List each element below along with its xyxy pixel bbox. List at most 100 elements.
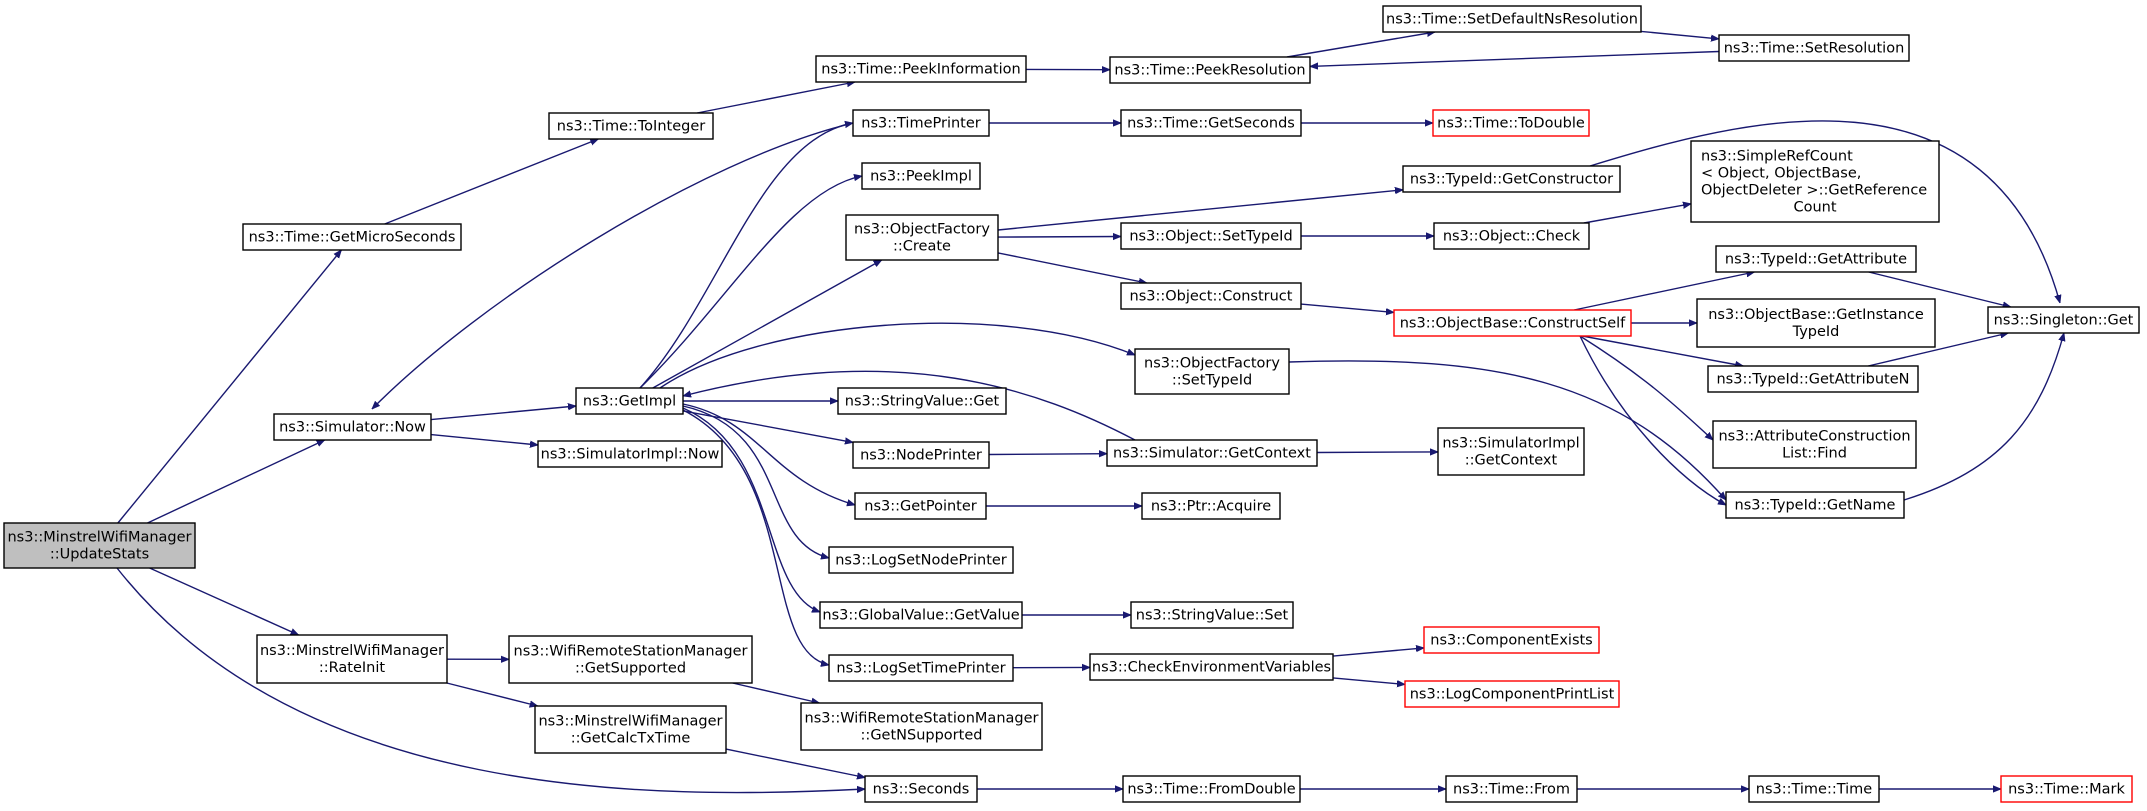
node-svSet[interactable]: ns3::StringValue::Set	[1130, 601, 1294, 629]
node-label: ns3::AttributeConstruction	[1718, 429, 1910, 445]
node-box	[845, 214, 999, 261]
node-simpleRef[interactable]: ns3::SimpleRefCount< Object, ObjectBase,…	[1690, 140, 1940, 223]
node-fromDouble[interactable]: ns3::Time::FromDouble	[1122, 775, 1301, 803]
edge-getImpl-to-gvGetValue	[682, 407, 820, 613]
edge-getImpl-to-peekImpl	[639, 176, 862, 389]
node-svGet[interactable]: ns3::StringValue::Get	[837, 387, 1007, 415]
node-simImplNow[interactable]: ns3::SimulatorImpl::Now	[537, 440, 723, 468]
edge-getAttr-to-singleton	[1868, 271, 2011, 307]
node-label: ns3::Time::PeekInformation	[821, 62, 1020, 78]
node-checkEnv[interactable]: ns3::CheckEnvironmentVariables	[1089, 653, 1334, 681]
node-gvGetValue[interactable]: ns3::GlobalValue::GetValue	[819, 601, 1023, 629]
node-label: ns3::GlobalValue::GetValue	[822, 608, 1019, 624]
node-box	[1089, 653, 1334, 681]
node-peekRes[interactable]: ns3::Time::PeekResolution	[1109, 56, 1311, 84]
edge-constructSelf-to-attrFind	[1579, 335, 1713, 440]
node-seconds[interactable]: ns3::Seconds	[864, 775, 978, 803]
edge-getImpl-to-objFactCreate	[652, 259, 882, 389]
edge-constructSelf-to-getAttr	[1573, 272, 1754, 311]
node-getAttrN[interactable]: ns3::TypeId::GetAttributeN	[1707, 365, 1919, 393]
node-objCheck[interactable]: ns3::Object::Check	[1433, 222, 1590, 250]
node-box	[534, 705, 727, 754]
node-label: ns3::CheckEnvironmentVariables	[1092, 660, 1331, 676]
node-setRes[interactable]: ns3::Time::SetResolution	[1718, 34, 1910, 62]
node-box	[1423, 626, 1600, 654]
node-box	[2000, 775, 2133, 803]
edge-simNow-to-simImplNow	[430, 433, 538, 445]
node-box	[852, 441, 990, 469]
node-label: < Object, ObjectBase,	[1701, 166, 1861, 182]
node-ofSetTypeId[interactable]: ns3::ObjectFactory::SetTypeId	[1134, 348, 1290, 395]
node-box	[1122, 775, 1301, 803]
node-nodePrinter[interactable]: ns3::NodePrinter	[852, 441, 990, 469]
node-logCompPrint[interactable]: ns3::LogComponentPrintList	[1404, 680, 1620, 708]
node-ptrAcquire[interactable]: ns3::Ptr::Acquire	[1141, 492, 1281, 520]
node-label: ns3::Object::SetTypeId	[1129, 229, 1292, 245]
node-getName[interactable]: ns3::TypeId::GetName	[1725, 491, 1905, 519]
node-setDefNs[interactable]: ns3::Time::SetDefaultNsResolution	[1382, 5, 1642, 33]
node-label: ns3::WifiRemoteStationManager	[805, 711, 1039, 727]
node-getSeconds[interactable]: ns3::Time::GetSeconds	[1120, 109, 1302, 137]
node-box	[1712, 420, 1917, 469]
edge-objFactCreate-to-setTypeId	[997, 237, 1121, 238]
node-label: ns3::MinstrelWifiManager	[260, 643, 444, 659]
node-label: ns3::ObjectFactory	[854, 222, 990, 238]
node-getMicro[interactable]: ns3::Time::GetMicroSeconds	[242, 223, 462, 251]
node-label: ns3::Simulator::Now	[279, 420, 426, 436]
node-simGetCtx[interactable]: ns3::Simulator::GetContext	[1106, 439, 1318, 467]
edge-root-to-getMicro	[117, 250, 342, 524]
node-root[interactable]: ns3::MinstrelWifiManager::UpdateStats	[3, 522, 196, 569]
node-toInteger[interactable]: ns3::Time::ToInteger	[548, 112, 714, 140]
node-singleton[interactable]: ns3::Singleton::Get	[1987, 306, 2140, 334]
node-timeFrom[interactable]: ns3::Time::From	[1445, 775, 1578, 803]
node-objFactCreate[interactable]: ns3::ObjectFactory::Create	[845, 214, 999, 261]
node-label: ns3::NodePrinter	[860, 448, 982, 464]
node-label: ns3::Time::Time	[1756, 782, 1873, 798]
node-compExists[interactable]: ns3::ComponentExists	[1423, 626, 1600, 654]
node-getImpl[interactable]: ns3::GetImpl	[575, 387, 684, 415]
node-objConstruct[interactable]: ns3::Object::Construct	[1120, 282, 1302, 310]
node-timeTime[interactable]: ns3::Time::Time	[1748, 775, 1880, 803]
edge-objFactCreate-to-getConstructor	[997, 190, 1403, 231]
node-constructSelf[interactable]: ns3::ObjectBase::ConstructSelf	[1393, 309, 1632, 337]
node-box	[1402, 165, 1621, 193]
node-label: TypeId	[1792, 324, 1840, 340]
node-logSetNode[interactable]: ns3::LogSetNodePrinter	[828, 546, 1014, 574]
node-box	[1106, 439, 1318, 467]
node-label: List::Find	[1782, 446, 1847, 462]
node-box	[1987, 306, 2140, 334]
node-timePrinter[interactable]: ns3::TimePrinter	[852, 109, 990, 137]
node-rateInit[interactable]: ns3::MinstrelWifiManager::RateInit	[256, 634, 448, 684]
node-setTypeId[interactable]: ns3::Object::SetTypeId	[1120, 222, 1302, 250]
node-label: Count	[1793, 200, 1836, 216]
node-peekInfo[interactable]: ns3::Time::PeekInformation	[815, 55, 1027, 83]
node-box	[1382, 5, 1642, 33]
node-getNSupp[interactable]: ns3::WifiRemoteStationManager::GetNSuppo…	[800, 702, 1043, 751]
edge-root-to-rateInit	[149, 567, 299, 636]
node-label: ns3::GetImpl	[583, 394, 676, 410]
node-box	[815, 55, 1027, 83]
node-box	[1437, 427, 1585, 476]
node-label: ns3::SimulatorImpl	[1442, 436, 1579, 452]
node-getCalcTx[interactable]: ns3::MinstrelWifiManager::GetCalcTxTime	[534, 705, 727, 754]
node-wrsmGetSupp[interactable]: ns3::WifiRemoteStationManager::GetSuppor…	[508, 635, 753, 684]
node-getConstructor[interactable]: ns3::TypeId::GetConstructor	[1402, 165, 1621, 193]
node-getPointer[interactable]: ns3::GetPointer	[854, 492, 987, 520]
node-toDouble[interactable]: ns3::Time::ToDouble	[1432, 109, 1590, 137]
node-label: ns3::TypeId::GetAttributeN	[1716, 372, 1909, 388]
node-logSetTime[interactable]: ns3::LogSetTimePrinter	[828, 654, 1014, 682]
node-timeMark[interactable]: ns3::Time::Mark	[2000, 775, 2133, 803]
call-edges	[116, 31, 2064, 794]
node-simImplGetCtx[interactable]: ns3::SimulatorImpl::GetContext	[1437, 427, 1585, 476]
node-label: ns3::Time::PeekResolution	[1114, 63, 1305, 79]
edge-nodePrinter-to-simGetCtx	[988, 454, 1107, 455]
edge-wrsmGetSupp-to-getNSupp	[732, 682, 820, 703]
node-peekImpl[interactable]: ns3::PeekImpl	[861, 162, 981, 190]
node-label: ns3::StringValue::Get	[845, 394, 1000, 410]
node-label: ns3::LogSetNodePrinter	[835, 553, 1007, 569]
node-simNow[interactable]: ns3::Simulator::Now	[273, 413, 432, 441]
node-box	[828, 546, 1014, 574]
node-getAttr[interactable]: ns3::TypeId::GetAttribute	[1715, 245, 1917, 273]
